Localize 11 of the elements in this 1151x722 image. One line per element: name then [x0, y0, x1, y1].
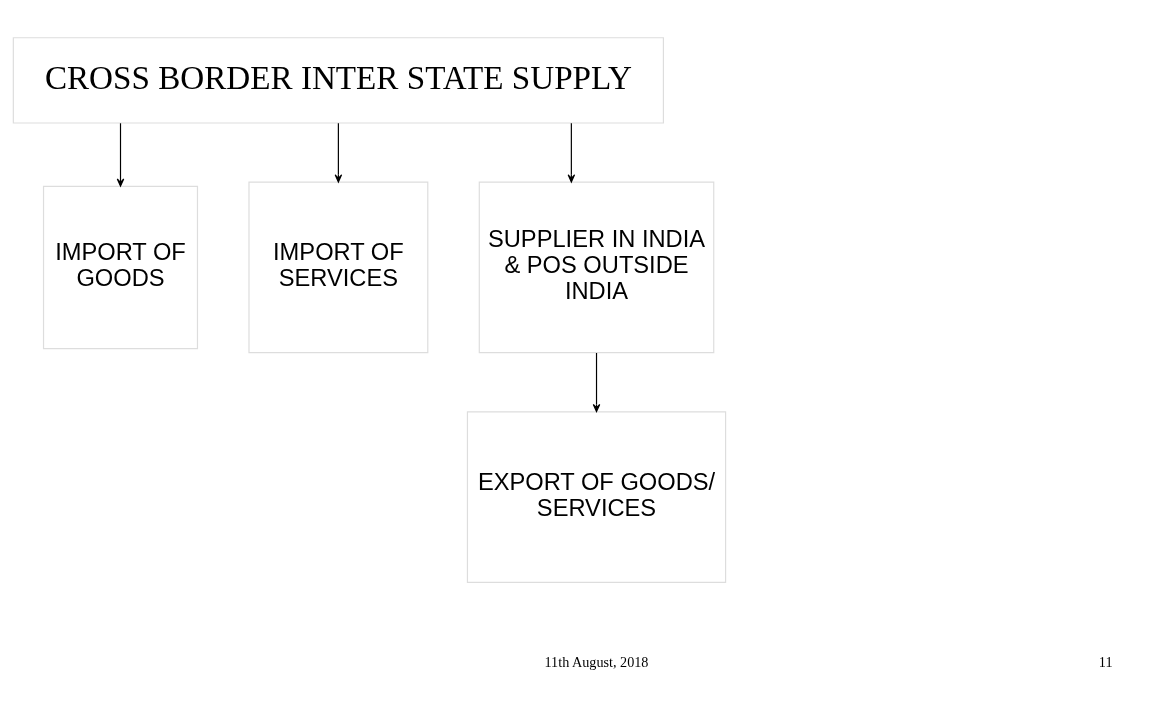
arrow — [334, 122, 343, 183]
arrow — [567, 122, 576, 183]
arrow — [592, 352, 601, 413]
arrow — [116, 122, 125, 187]
node-box: SUPPLIER IN INDIA & POS OUTSIDE INDIA — [478, 181, 715, 354]
node-box: IMPORT OF GOODS — [42, 185, 199, 350]
node-box: EXPORT OF GOODS/ SERVICES — [466, 411, 727, 583]
node-box: IMPORT OF SERVICES — [248, 181, 429, 354]
node-box: CROSS BORDER INTER STATE SUPPLY — [12, 37, 664, 124]
label: 11 — [1098, 653, 1113, 670]
label: 11th August, 2018 — [544, 653, 649, 670]
